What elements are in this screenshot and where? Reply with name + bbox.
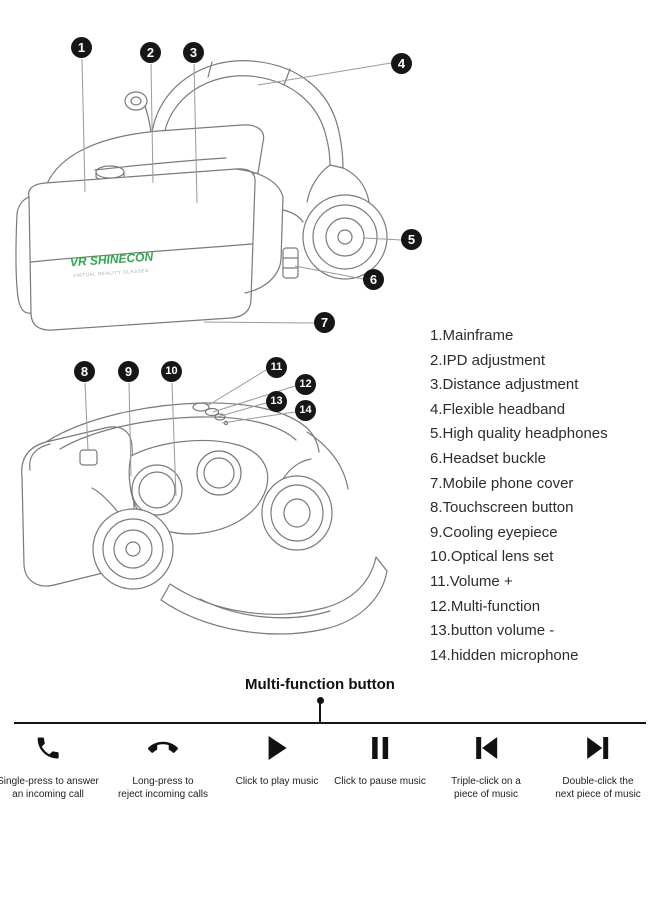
volume-minus-button-drawing (214, 413, 226, 421)
legend-item-4: 4.Flexible headband (430, 400, 566, 418)
side-panel-drawing (235, 168, 304, 294)
legend-item-6: 6.Headset buckle (430, 449, 546, 467)
reject-call-icon (118, 730, 208, 766)
callout-3: 3 (183, 42, 204, 63)
legend-item-1: 1.Mainframe (430, 327, 514, 344)
callout-10: 10 (161, 361, 182, 382)
answer-call-icon (0, 730, 99, 766)
function-previous-track: Triple-click on a piece of music (451, 730, 521, 801)
reject-call-caption: Long-press to reject incoming calls (117, 776, 209, 800)
legend-item-12: 12.Multi-function (430, 597, 541, 615)
callout-12: 12 (295, 374, 316, 395)
cooling-eyepiece-drawing (131, 464, 183, 516)
headset-buckle-drawing (282, 247, 299, 279)
callout-5: 5 (401, 229, 422, 250)
headphone-right-drawing (302, 164, 388, 280)
headset-rear-illustration (21, 402, 388, 635)
function-next-track: Double-click the next piece of music (555, 730, 641, 801)
strap-adjuster-drawing (124, 91, 152, 134)
play-caption: Click to play music (235, 776, 319, 787)
legend-item-3: 3.Distance adjustment (430, 376, 579, 394)
multi-function-section: Multi-function button Single-press to an… (0, 672, 660, 832)
play-icon (236, 730, 319, 766)
flexible-headband-drawing (151, 60, 344, 169)
brand-logo: VR SHINECON VIRTUAL REALITY GLASSES (69, 250, 153, 279)
legend-item-13: 13.button volume - (430, 622, 555, 640)
previous-track-icon (451, 730, 521, 766)
brand-tagline: VIRTUAL REALITY GLASSES (73, 268, 149, 278)
rear-strap-drawing (160, 431, 388, 635)
legend-item-2: 2.IPD adjustment (430, 351, 546, 369)
callout-4: 4 (391, 53, 412, 74)
callout-8: 8 (74, 361, 95, 382)
callout-11: 11 (266, 357, 287, 378)
function-pause: Click to pause music (334, 730, 426, 788)
touchscreen-button-drawing (79, 449, 98, 466)
function-play: Click to play music (235, 730, 319, 788)
multi-function-button-drawing (204, 407, 220, 417)
legend-item-7: 7.Mobile phone cover (430, 474, 574, 492)
legend-item-14: 14.hidden microphone (430, 646, 579, 664)
callout-2: 2 (140, 42, 161, 63)
previous-track-caption: Triple-click on a piece of music (451, 776, 521, 800)
callout-7: 7 (314, 312, 335, 333)
legend-item-11: 11.Volume + (430, 572, 513, 590)
timeline-pin-stem (319, 702, 321, 722)
legend-item-10: 10.Optical lens set (430, 548, 554, 566)
button-cluster-drawing (192, 402, 229, 426)
callout-14: 14 (295, 400, 316, 421)
volume-plus-button-drawing (192, 402, 210, 412)
brand-name: VR SHINECON (69, 250, 153, 270)
mobile-phone-cover-drawing (15, 168, 256, 331)
optical-lens-drawing (196, 450, 242, 496)
parts-legend: 1.Mainframe 2.IPD adjustment 3.Distance … (430, 324, 608, 668)
legend-item-8: 8.Touchscreen button (430, 499, 574, 517)
leader-lines (81, 58, 402, 497)
function-reject-call: Long-press to reject incoming calls (118, 730, 208, 801)
callout-9: 9 (118, 361, 139, 382)
timeline-line (14, 722, 646, 724)
next-track-icon (555, 730, 641, 766)
headphone-near-drawing (91, 487, 174, 590)
next-track-caption: Double-click the next piece of music (555, 776, 641, 800)
answer-call-caption: Single-press to answer an incoming call (0, 776, 99, 800)
callout-1: 1 (71, 37, 92, 58)
legend-item-5: 5.High quality headphones (430, 425, 608, 443)
pause-icon (334, 730, 426, 766)
function-answer-call: Single-press to answer an incoming call (0, 730, 99, 801)
timeline-pin-dot (317, 697, 324, 704)
callout-13: 13 (266, 391, 287, 412)
legend-item-9: 9.Cooling eyepiece (430, 523, 558, 541)
multi-function-title: Multi-function button (245, 676, 395, 693)
callout-6: 6 (363, 269, 384, 290)
headphone-far-drawing (261, 458, 333, 551)
headset-front-illustration: VR SHINECON VIRTUAL REALITY GLASSES (15, 60, 388, 331)
pause-caption: Click to pause music (334, 776, 426, 787)
